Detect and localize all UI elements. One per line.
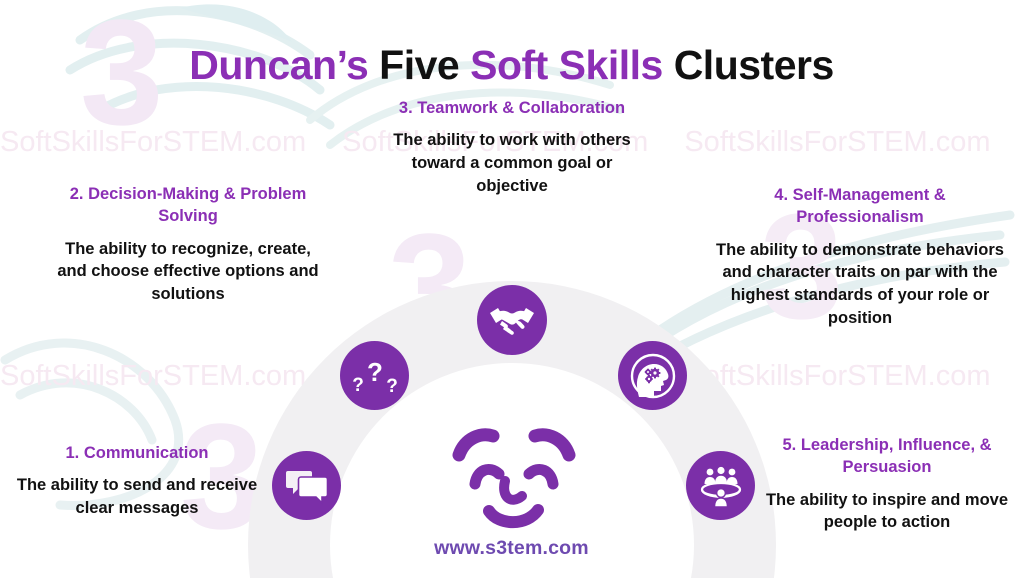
question-marks-icon: ? ? ? — [340, 341, 409, 410]
handshake-icon — [477, 285, 547, 355]
cluster-teamwork-body: The ability to work with others toward a… — [393, 131, 631, 195]
watermark-text: SoftSkillsForSTEM.com — [684, 360, 991, 392]
cluster-communication-body: The ability to send and receive clear me… — [16, 476, 258, 518]
cluster-teamwork-heading: 3. Teamwork & Collaboration — [398, 99, 626, 117]
speech-bubbles-glyph — [285, 470, 328, 505]
cluster-self-management: 4. Self-Management & Professionalism The… — [716, 184, 1004, 330]
website-url: www.s3tem.com — [434, 537, 589, 559]
cluster-leadership-body: The ability to inspire and move people t… — [765, 490, 1009, 532]
right-eyebrow-arc — [528, 428, 576, 462]
cluster-leadership-heading: 5. Leadership, Influence, & Persuasion — [782, 436, 992, 477]
cluster-decision-making-body: The ability to recognize, create, and ch… — [57, 239, 319, 304]
left-eyebrow-arc — [452, 428, 500, 462]
cluster-communication-heading: 1. Communication — [65, 444, 209, 462]
left-eye-arc — [469, 464, 505, 490]
question-marks-glyph: ? ? ? — [352, 357, 398, 397]
cluster-teamwork: 3. Teamwork & Collaboration The ability … — [386, 97, 638, 198]
cluster-decision-making-heading: 2. Decision-Making & Problem Solving — [69, 185, 307, 226]
title-part-4: Clusters — [673, 42, 835, 89]
title-part-1: Duncan’s — [189, 42, 380, 89]
handshake-glyph — [490, 308, 534, 335]
watermark-row-middle: SoftSkillsForSTEM.com SoftSkillsForSTEM.… — [0, 360, 1023, 393]
right-eye-arc — [523, 464, 559, 490]
title-part-3: Soft Skills — [470, 42, 674, 89]
head-with-gears-icon — [618, 341, 687, 410]
cluster-leadership: 5. Leadership, Influence, & Persuasion T… — [762, 434, 1012, 534]
svg-text:?: ? — [386, 376, 398, 397]
smile-arc — [483, 504, 544, 529]
svg-text:?: ? — [352, 375, 364, 396]
watermark-numeral-3-center: 3 — [388, 202, 472, 370]
watermark-text: SoftSkillsForSTEM.com — [0, 360, 307, 392]
head-with-gears-glyph — [630, 353, 675, 398]
smiley-face-logo — [452, 428, 576, 529]
page-title: Duncan’s Five Soft Skills Clusters — [0, 43, 1023, 88]
watermark-text: SoftSkillsForSTEM.com — [0, 126, 307, 158]
title-part-2: Five — [379, 42, 471, 89]
people-around-table-icon — [686, 451, 755, 520]
cluster-decision-making: 2. Decision-Making & Problem Solving The… — [52, 183, 324, 306]
people-around-table-glyph — [700, 466, 741, 507]
watermark-text: SoftSkillsForSTEM.com — [684, 126, 991, 158]
speech-bubbles-icon — [272, 451, 341, 520]
teal-brush-swoosh-top-left — [65, 4, 335, 130]
cluster-self-management-heading: 4. Self-Management & Professionalism — [774, 186, 946, 227]
cluster-self-management-body: The ability to demonstrate behaviors and… — [716, 240, 1004, 327]
nose-arc — [499, 476, 527, 505]
cluster-communication: 1. Communication The ability to send and… — [6, 442, 268, 520]
svg-text:?: ? — [367, 357, 383, 387]
